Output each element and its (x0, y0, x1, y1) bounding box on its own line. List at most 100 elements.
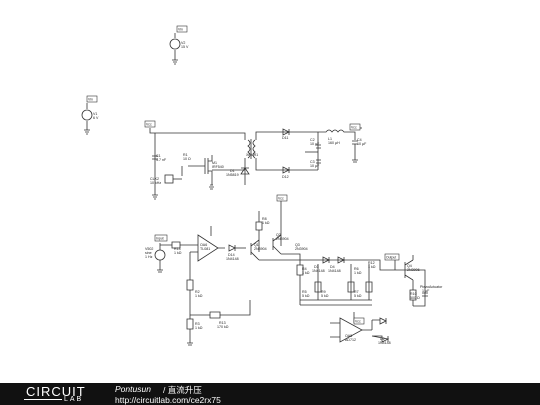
r14-name: R14 (174, 247, 181, 251)
r14-value: 1 kΩ (174, 251, 182, 255)
l1-name: L1 (328, 137, 332, 141)
r13-value: 170 kΩ (217, 325, 229, 329)
d14-value: 1N4148 (226, 257, 239, 261)
svg-text:Vcc: Vcc (146, 123, 152, 127)
circuitlab-logo[interactable]: CIRCUIT (26, 384, 86, 399)
r5-value: 5 kΩ (302, 294, 310, 298)
d11-name: D11 (282, 136, 288, 140)
svg-text:Input: Input (156, 237, 164, 241)
svg-text:Vin: Vin (178, 28, 183, 32)
m1-value: IRF540 (212, 165, 224, 169)
oa6-value: TL081 (200, 247, 210, 251)
svg-text:Vin: Vin (88, 98, 93, 102)
circuit-title: / 直流升压 (163, 385, 202, 395)
net-flags: Vin Vin Vcc Vcc Vcc Vcc Input Output (86, 25, 400, 325)
d4-name: D4 (330, 265, 335, 269)
svg-text:Vcc: Vcc (355, 320, 361, 324)
r9-name: R9 (321, 290, 326, 294)
v2-value: 15 V (181, 45, 189, 49)
clk2-name: CLK2 (150, 177, 159, 181)
circuit-url[interactable]: http://circuitlab.com/ce2rx75 (115, 395, 221, 405)
oa5-name: OA5 (345, 334, 352, 338)
d1-value: 1N5819 (226, 173, 239, 177)
q3-value: 2N3904 (295, 247, 308, 251)
r6-name: R6 (354, 267, 359, 271)
author-name: Pontusun (115, 384, 151, 394)
r7-value: 5 kΩ (354, 294, 362, 298)
d14-name: D14 (228, 253, 235, 257)
vcc-flag-2: Vcc (349, 123, 361, 131)
r4-name: R4 (302, 267, 307, 271)
d2-name: D2 (380, 337, 385, 341)
r2-value: 1 kΩ (195, 294, 203, 298)
c2-name: C2 (310, 138, 315, 142)
c4-value: 10 µF (357, 142, 367, 146)
vcc-flag-1: Vcc (144, 120, 156, 128)
c3-value: 10 µF (310, 164, 320, 168)
q3-name: Q3 (295, 243, 300, 247)
v502-value1: sine (145, 251, 152, 255)
r3-value: 1 kΩ (195, 326, 203, 330)
vin-flag-1: Vin (176, 25, 188, 33)
svg-text:Vcc: Vcc (351, 126, 357, 130)
r12-name: R12 (368, 261, 375, 265)
wires (81, 33, 428, 346)
r7-name: R7 (354, 290, 359, 294)
d3-value: 1N4148 (312, 269, 325, 273)
piezo-value: 1 µF (422, 289, 430, 293)
c2-value: 10 µF (310, 142, 320, 146)
vin-flag-2: Vin (86, 95, 98, 103)
r10-value: 500 Ω (410, 296, 420, 300)
d1-name: D1 (230, 169, 235, 173)
component-labels: V2 15 V V1 6 V C1 4.7 nF R1 10 Ω M1 IRF5… (93, 41, 443, 345)
c1-name: C1 (156, 154, 161, 158)
c1-value: 4.7 nF (156, 158, 167, 162)
q4-name: Q4 (407, 264, 412, 268)
v502-name: V502 (145, 247, 153, 251)
r1-name: R1 (183, 153, 188, 157)
c4-name: C4 (357, 138, 362, 142)
vcc-flag-3: Vcc (276, 194, 288, 202)
r3-name: R3 (195, 322, 200, 326)
d12-name: D12 (282, 175, 289, 179)
v2-name: V2 (181, 41, 185, 45)
q1-name: Q1 (254, 243, 259, 247)
d4-value: 1N4148 (328, 269, 341, 273)
q4-value: 2N3906 (407, 268, 420, 272)
r8-name: R8 (262, 217, 267, 221)
vcc-flag-4: Vcc (353, 317, 365, 325)
xfmr-name: XFMR1 (246, 153, 258, 157)
svg-text:Vcc: Vcc (278, 197, 284, 201)
q1-value: 2N3904 (254, 247, 267, 251)
r4-value: 1 kΩ (302, 271, 310, 275)
r10-name: R10 (410, 292, 417, 296)
logo-trace-line (24, 399, 62, 400)
r9-value: 5 kΩ (321, 294, 329, 298)
footer-bar: CIRCUIT LAB Pontusun / 直流升压 http://circu… (0, 383, 540, 405)
oa6-name: OA6 (200, 243, 207, 247)
r13-name: R13 (219, 321, 226, 325)
circuitlab-logo-lab: LAB (64, 396, 84, 403)
clk2-value: 10 kHz (150, 181, 161, 185)
schematic-canvas: Vin Vin Vcc Vcc Vcc Vcc Input Output V2 … (81, 25, 443, 346)
q2-value: 2N3904 (276, 237, 289, 241)
r1-value: 10 Ω (183, 157, 191, 161)
svg-text:Output: Output (386, 256, 396, 260)
q2-name: Q2 (276, 233, 281, 237)
output-flag: Output (384, 253, 400, 261)
d2-value: 1N4148 (378, 341, 391, 345)
oa5-value: AD712 (345, 338, 356, 342)
v1-name: V1 (93, 112, 97, 116)
r5-name: R5 (302, 290, 307, 294)
r8-value: 1 kΩ (262, 221, 270, 225)
c3-name: C3 (310, 160, 315, 164)
v502-value2: 1 Hz (145, 255, 153, 259)
r2-name: R2 (195, 290, 200, 294)
r6-value: 1 kΩ (354, 271, 362, 275)
l1-value: 160 µH (328, 141, 340, 145)
d3-name: D3 (314, 265, 319, 269)
piezo-name: PiezoActuator (420, 285, 443, 289)
input-flag: Input (154, 234, 168, 242)
v1-value: 6 V (93, 116, 99, 120)
m1-name: M1 (212, 161, 217, 165)
